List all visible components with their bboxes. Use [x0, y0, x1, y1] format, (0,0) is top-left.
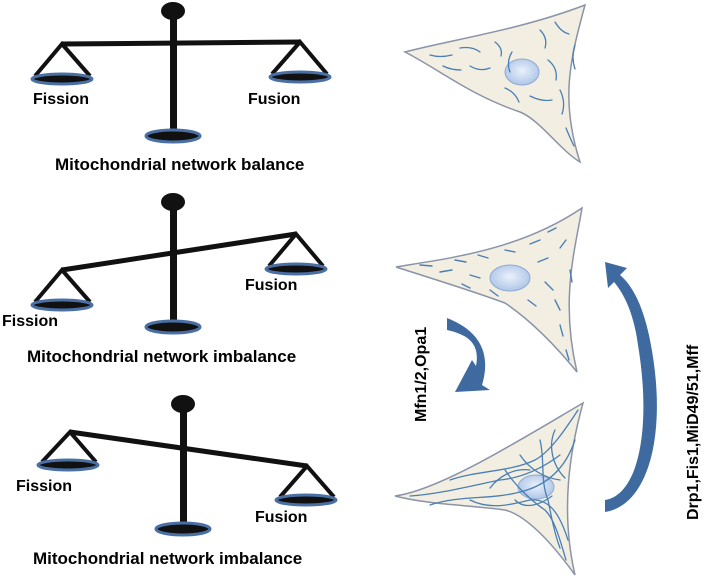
fusion-arrow	[447, 318, 490, 392]
scale-pole	[180, 407, 187, 527]
cell-outline	[402, 3, 587, 164]
scale-knob	[171, 395, 195, 413]
scale-base	[144, 128, 202, 144]
fusion-proteins-label: Mfn1/2,Opa1	[413, 327, 430, 422]
cell-outline	[395, 206, 584, 373]
scale-right-pan	[268, 38, 332, 84]
scale-beam	[61, 39, 301, 47]
mitochondria	[429, 21, 576, 147]
scale-right-pan	[274, 462, 338, 507]
cell-hyperfused	[394, 401, 585, 576]
scale-imbalance-fusion: Fission Fusion Mitochondrial network imb…	[16, 395, 338, 568]
scale-base	[144, 319, 202, 335]
scale-left-pan	[30, 40, 94, 86]
scale-caption: Mitochondrial network imbalance	[33, 549, 302, 568]
cell-outline	[394, 401, 585, 576]
scale-knob	[161, 2, 185, 20]
fission-proteins-label: Drp1,Fis1,MiD49/51,Mff	[685, 344, 702, 520]
scale-left-pan	[30, 266, 94, 312]
scale-beam	[61, 231, 297, 273]
nucleus	[504, 58, 540, 86]
fusion-label: Fusion	[248, 91, 300, 108]
scale-knob	[161, 193, 185, 211]
cell-fragmented	[395, 206, 584, 373]
scale-base	[154, 521, 212, 537]
fission-label: Fission	[33, 91, 89, 108]
scale-right-pan	[264, 230, 328, 276]
fusion-label: Fusion	[255, 509, 307, 526]
scale-pole	[170, 205, 177, 325]
cell-balanced	[402, 3, 587, 164]
scale-pole	[170, 14, 177, 134]
fusion-label: Fusion	[245, 277, 297, 294]
scale-beam	[69, 429, 308, 469]
scale-balanced: Fission Fusion Mitochondrial network bal…	[30, 2, 332, 174]
fission-label: Fission	[2, 313, 58, 330]
mitochondria	[409, 409, 579, 561]
nucleus	[489, 264, 531, 292]
mitochondria	[419, 227, 573, 361]
scale-left-pan	[36, 429, 100, 472]
scale-caption: Mitochondrial network balance	[55, 155, 304, 174]
scale-caption: Mitochondrial network imbalance	[27, 347, 296, 366]
fission-label: Fission	[16, 478, 72, 495]
scale-imbalance-fission: Fission Fusion Mitochondrial network imb…	[2, 193, 328, 366]
fission-arrow	[605, 262, 657, 512]
